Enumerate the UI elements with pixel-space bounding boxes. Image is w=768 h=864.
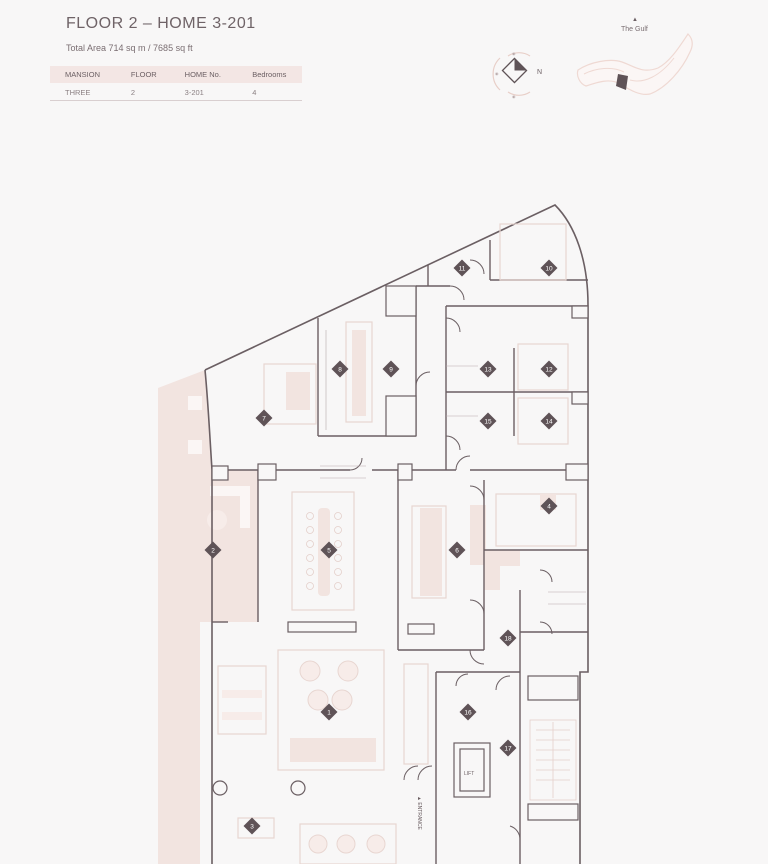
room-marker-4: 4 bbox=[540, 497, 558, 515]
room-marker-label: 13 bbox=[484, 366, 492, 373]
room-marker-9: 9 bbox=[382, 360, 400, 378]
home-info-table: MANSION FLOOR HOME No. Bedrooms THREE 2 … bbox=[50, 66, 302, 101]
cell-bedrooms: 4 bbox=[237, 83, 302, 101]
col-mansion: MANSION bbox=[50, 66, 116, 83]
room-marker-16: 16 bbox=[459, 703, 477, 721]
room-marker-8: 8 bbox=[331, 360, 349, 378]
col-bedrooms: Bedrooms bbox=[237, 66, 302, 83]
col-floor: FLOOR bbox=[115, 66, 170, 83]
room-marker-14: 14 bbox=[540, 412, 558, 430]
terrace-area bbox=[158, 370, 212, 864]
cell-home-no: 3-201 bbox=[169, 83, 238, 101]
svg-text:◉: ◉ bbox=[495, 71, 499, 76]
room-marker-12: 12 bbox=[540, 360, 558, 378]
room-marker-2: 2 bbox=[204, 541, 222, 559]
cell-floor: 2 bbox=[115, 83, 170, 101]
info-table-row: THREE 2 3-201 4 bbox=[50, 83, 302, 101]
room-marker-label: 9 bbox=[389, 366, 393, 373]
room-marker-label: 8 bbox=[338, 366, 342, 373]
room-marker-10: 10 bbox=[540, 259, 558, 277]
gulf-arrow-icon: ▲ bbox=[632, 17, 638, 23]
room-marker-1: 1 bbox=[320, 703, 338, 721]
room-marker-13: 13 bbox=[479, 360, 497, 378]
lift-label: LIFT bbox=[464, 771, 474, 777]
room-marker-label: 14 bbox=[545, 418, 553, 425]
gulf-label: The Gulf bbox=[621, 26, 648, 33]
room-marker-label: 7 bbox=[262, 415, 266, 422]
room-marker-label: 17 bbox=[504, 745, 512, 752]
outer-wall bbox=[204, 204, 589, 864]
room-marker-label: 6 bbox=[455, 547, 459, 554]
col-home-no: HOME No. bbox=[169, 66, 238, 83]
room-marker-15: 15 bbox=[479, 412, 497, 430]
key-map bbox=[576, 33, 693, 95]
room-marker-3: 3 bbox=[243, 817, 261, 835]
room-marker-label: 11 bbox=[459, 265, 466, 272]
page-title: FLOOR 2 – HOME 3-201 bbox=[66, 15, 256, 32]
room-marker-label: 2 bbox=[211, 547, 215, 554]
room-marker-5: 5 bbox=[320, 541, 338, 559]
room-marker-7: 7 bbox=[255, 409, 273, 427]
room-marker-label: 16 bbox=[464, 709, 472, 716]
room-marker-18: 18 bbox=[499, 629, 517, 647]
room-marker-label: 18 bbox=[504, 635, 512, 642]
entrance-label: ▲ ENTRANCE bbox=[416, 796, 422, 831]
room-marker-label: 5 bbox=[327, 547, 331, 554]
compass-north-label: N bbox=[537, 69, 542, 76]
room-marker-label: 4 bbox=[547, 503, 551, 510]
compass-icon: N ◉ ◉ ◉ bbox=[492, 51, 542, 99]
room-marker-label: 1 bbox=[327, 709, 331, 716]
room-marker-label: 10 bbox=[545, 265, 553, 272]
room-marker-label: 15 bbox=[484, 418, 492, 425]
room-marker-17: 17 bbox=[499, 739, 517, 757]
svg-text:◉: ◉ bbox=[512, 94, 516, 99]
svg-text:◉: ◉ bbox=[512, 51, 516, 56]
room-marker-label: 12 bbox=[545, 366, 553, 373]
room-marker-6: 6 bbox=[448, 541, 466, 559]
room-marker-label: 3 bbox=[250, 823, 254, 830]
info-table-header: MANSION FLOOR HOME No. Bedrooms bbox=[50, 66, 302, 83]
total-area: Total Area 714 sq m / 7685 sq ft bbox=[66, 43, 193, 53]
cell-mansion: THREE bbox=[50, 83, 116, 101]
room-marker-11: 11 bbox=[453, 259, 471, 277]
